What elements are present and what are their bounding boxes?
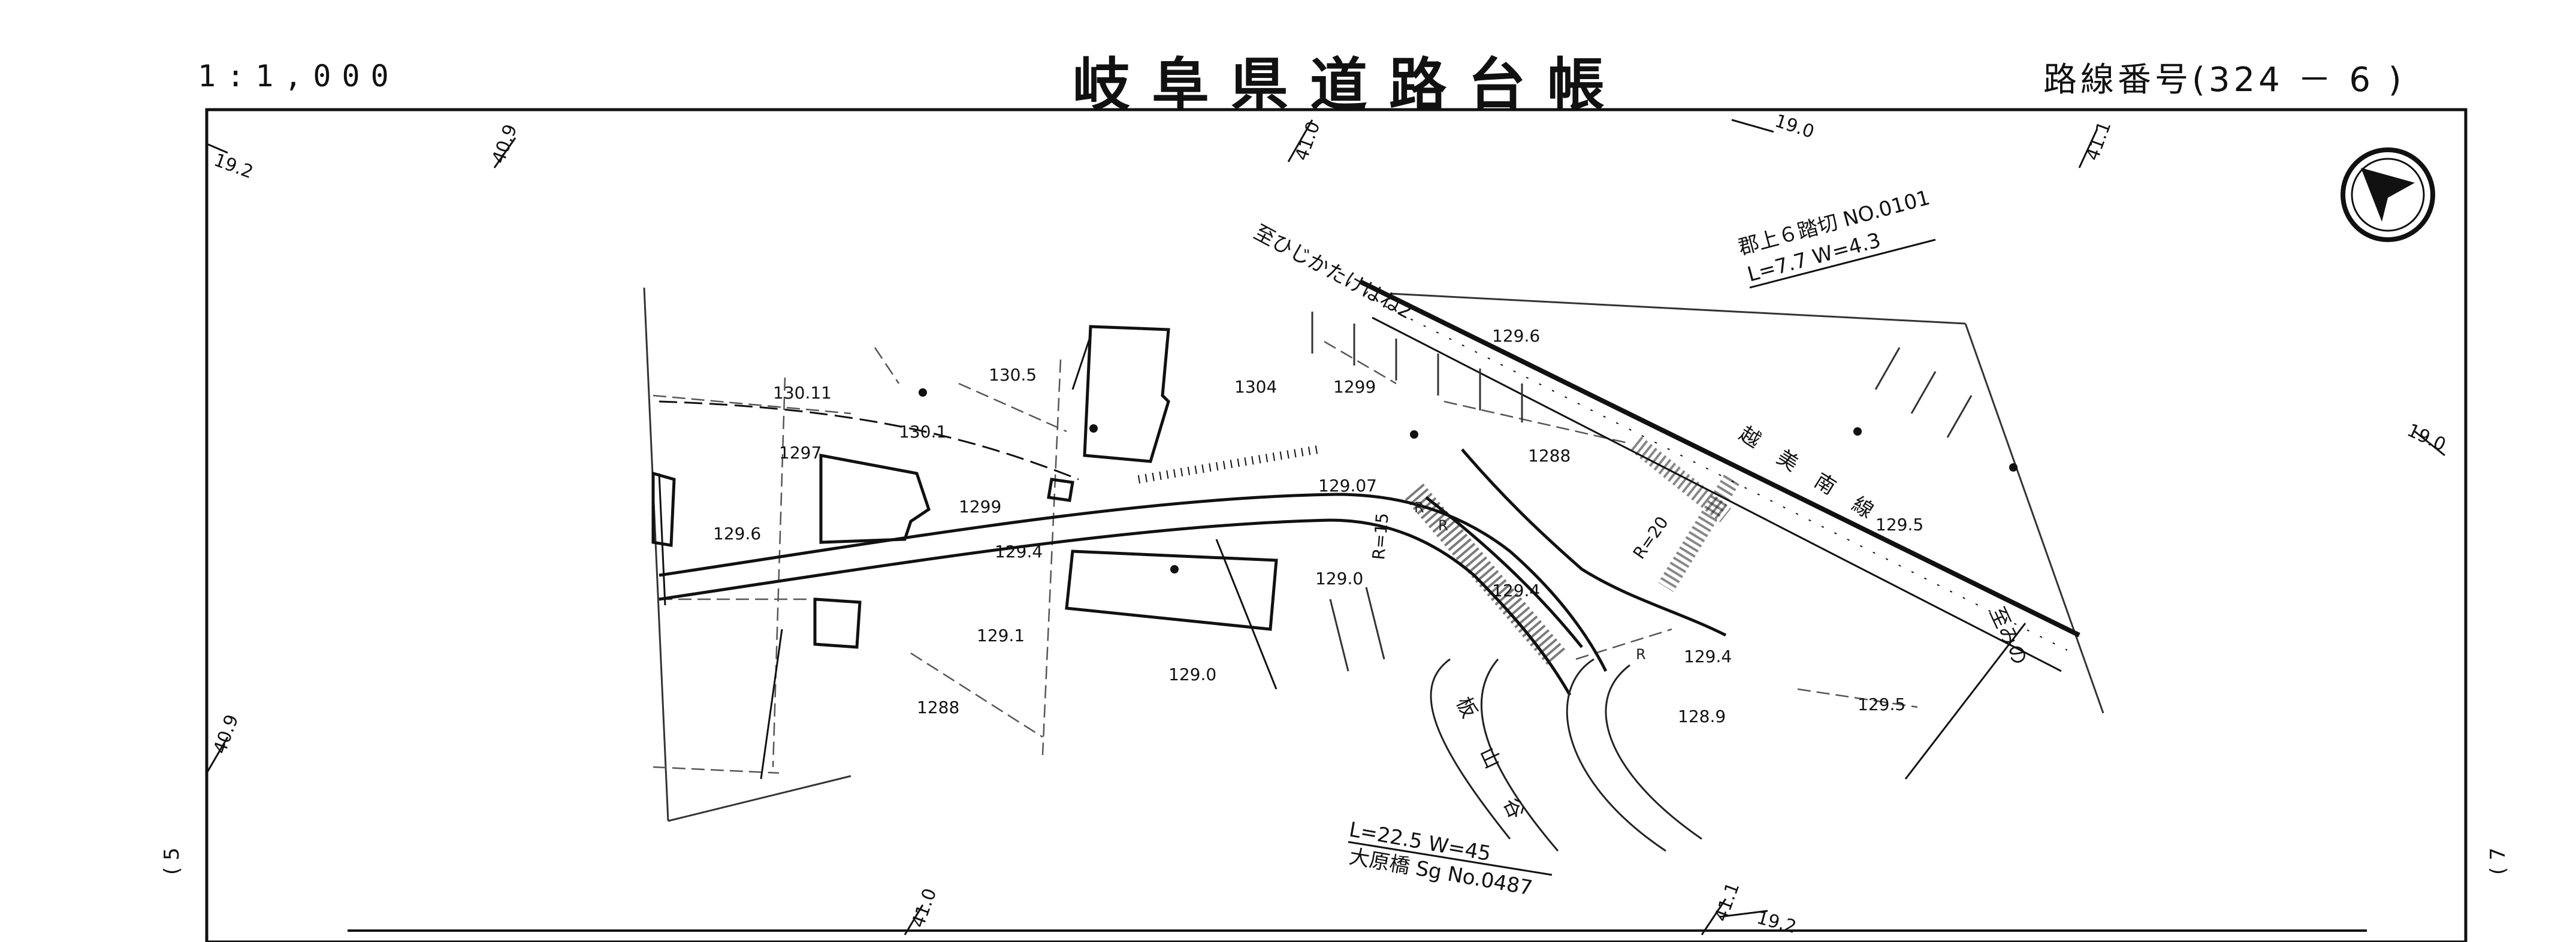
railway bbox=[1359, 279, 2080, 672]
river bbox=[1430, 658, 1702, 852]
river-label: 板 山 谷 bbox=[1451, 693, 1535, 836]
elevation: 129.4 bbox=[995, 542, 1043, 561]
elevation: 129.0 bbox=[1315, 569, 1363, 588]
elevation: 129.6 bbox=[1492, 326, 1540, 346]
elevation: 1299 bbox=[959, 497, 1001, 517]
elevation: 1288 bbox=[1528, 446, 1571, 466]
route-number: 路線番号(324 － 6 ) bbox=[2043, 53, 2405, 101]
map-scale: 1:1,000 bbox=[198, 59, 400, 93]
elevation: 129.1 bbox=[977, 626, 1025, 645]
elevation: 129.0 bbox=[1168, 665, 1216, 684]
grid-label: 41.0 bbox=[1291, 119, 1325, 164]
route-label: 路線番号 bbox=[2043, 61, 2192, 99]
road-to-label: 至ひじかたけはね2 bbox=[1250, 221, 1417, 324]
grid-label: 41.1 bbox=[1711, 880, 1744, 925]
grid-label: 19.2 bbox=[1754, 907, 1799, 938]
elevation: 128.9 bbox=[1678, 707, 1726, 726]
elevation: 129.5 bbox=[1876, 515, 1923, 535]
elevation: 129.4 bbox=[1684, 647, 1732, 666]
elevation: 130.11 bbox=[773, 383, 832, 403]
grid-labels: 19.2 40.9 41.0 19.0 41.1 19.0 40.9 41.0 … bbox=[210, 110, 2449, 938]
elevation-labels: 130.11 130.5 130.1 1304 1299 1297 1299 1… bbox=[713, 326, 1923, 726]
main-road bbox=[659, 448, 1727, 696]
elevation: 130.1 bbox=[899, 422, 947, 442]
svg-text:( 5: ( 5 bbox=[160, 847, 184, 875]
curve-radius: R bbox=[1414, 499, 1424, 516]
side-ref-right: ( 7 bbox=[2486, 847, 2510, 875]
elevation: 1299 bbox=[1333, 377, 1376, 397]
grid-label: 19.2 bbox=[211, 150, 256, 183]
elevation: 1304 bbox=[1234, 377, 1277, 397]
elevation: 129.5 bbox=[1858, 695, 1905, 714]
crossing-underline bbox=[1749, 238, 1936, 289]
route-value: (324 － 6 ) bbox=[2192, 61, 2405, 99]
bridge-underline bbox=[1348, 841, 1553, 876]
elevation: 1288 bbox=[917, 698, 959, 717]
elevation: 1297 bbox=[779, 443, 822, 463]
parcel-lines bbox=[653, 340, 1918, 774]
elevation: 129.6 bbox=[713, 524, 761, 544]
elevation: 129.4 bbox=[1492, 581, 1540, 600]
elevation: 130.5 bbox=[989, 365, 1037, 385]
parcel-solid bbox=[658, 335, 2027, 780]
buildings bbox=[651, 325, 1278, 649]
side-ref-left: ( 5 bbox=[160, 847, 184, 875]
elevation: 129.07 bbox=[1318, 476, 1377, 496]
page-title: 岐阜県道路台帳 bbox=[1073, 51, 1626, 119]
north-arrow-icon bbox=[2341, 147, 2435, 242]
curve-radius: R=20 bbox=[1629, 513, 1672, 563]
curve-radius: R=15 bbox=[1369, 512, 1393, 560]
grid-label: 40.9 bbox=[488, 122, 522, 167]
survey-points bbox=[919, 388, 2018, 573]
survey-boundary bbox=[643, 287, 2104, 822]
slope-marks bbox=[1311, 312, 1973, 672]
bridge-hatch bbox=[1405, 436, 1740, 668]
grid-label: 41.1 bbox=[2082, 119, 2116, 164]
grid-label: 40.9 bbox=[210, 712, 243, 757]
curve-radius: R bbox=[1438, 517, 1448, 534]
svg-text:( 7: ( 7 bbox=[2486, 847, 2510, 875]
grid-label: 19.0 bbox=[1772, 110, 1817, 143]
grid-ticks bbox=[206, 119, 2445, 935]
road-edge bbox=[659, 400, 1079, 481]
map-frame bbox=[205, 108, 2468, 942]
grid-label: 19.0 bbox=[2404, 420, 2449, 456]
grid-label: 41.0 bbox=[908, 886, 941, 931]
curve-radius: R bbox=[1636, 646, 1646, 663]
fence bbox=[1137, 445, 1319, 484]
